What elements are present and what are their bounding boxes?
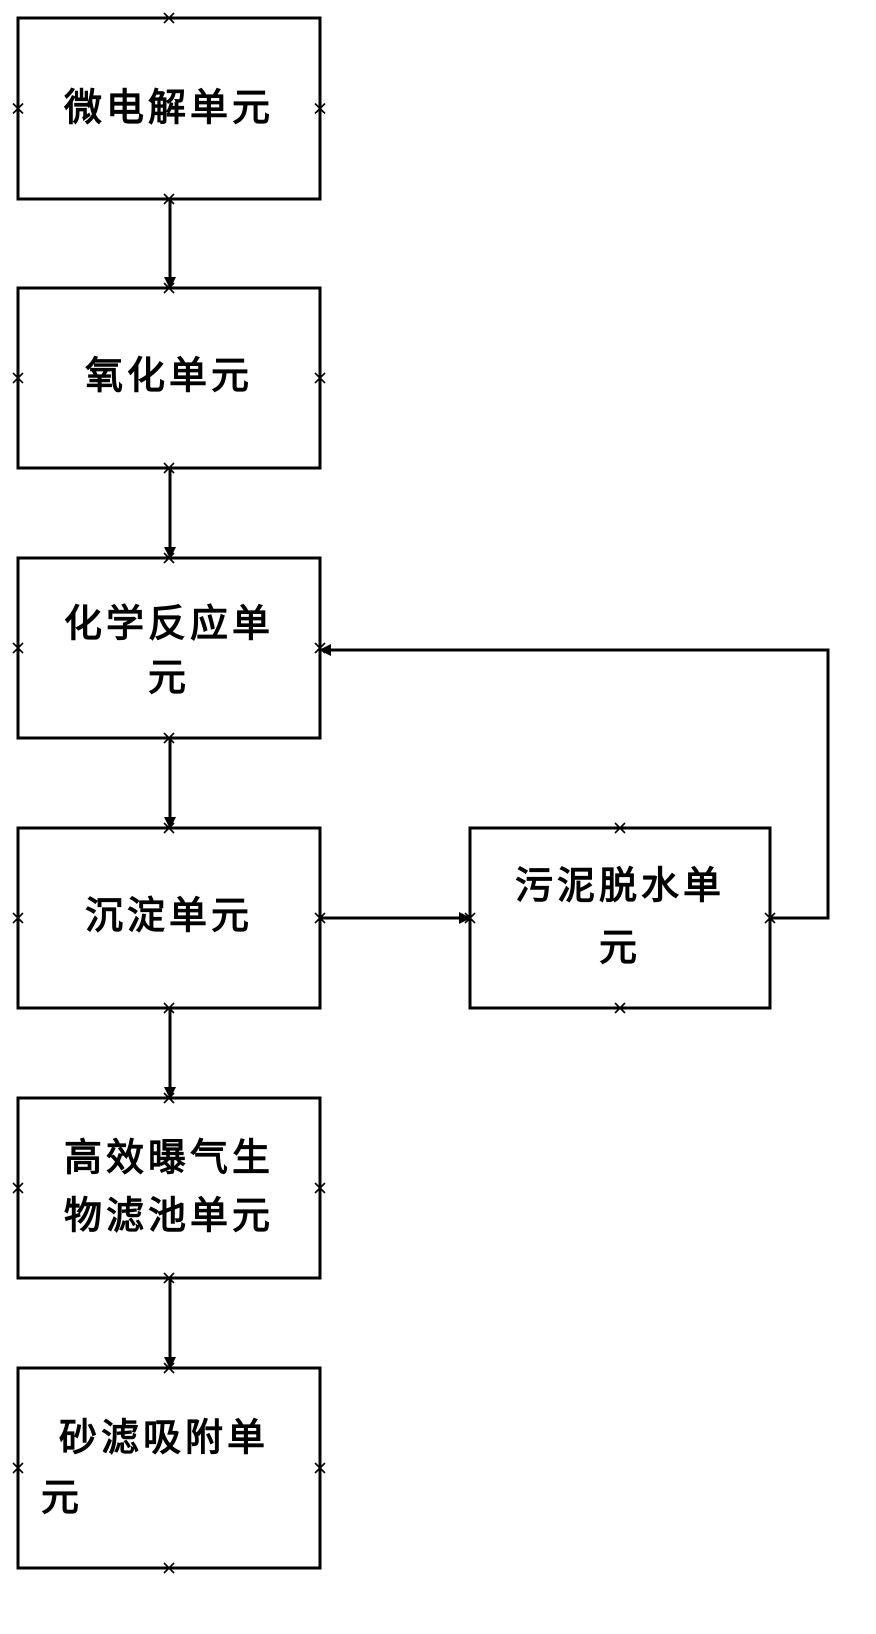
port-mark-stroke — [314, 102, 326, 115]
edge-sludge-dewatering-to-chemical-reaction — [319, 644, 830, 920]
connectors — [164, 199, 830, 1369]
port-mark-stroke — [163, 1002, 175, 1014]
node-label-line: 砂滤吸附单 — [59, 1416, 269, 1460]
port-mark-stroke — [163, 552, 175, 564]
node-label-line: 元 — [41, 1476, 83, 1520]
port-mark-stroke — [614, 822, 626, 834]
node-baf: 高效曝气生 物滤池单元 — [16, 1096, 322, 1280]
port-mark-stroke — [163, 1562, 175, 1574]
port-mark-stroke — [163, 732, 175, 744]
port-mark-stroke — [163, 12, 175, 24]
process-units: 微电解单元 氧化单元 化学反应单 元 沉淀单元 污泥脱水单 元 高效曝气生 物滤… — [16, 16, 772, 1570]
connection-point-marks — [12, 12, 776, 1574]
port-mark-stroke — [614, 1002, 626, 1014]
node-label-line: 高效曝气生 — [64, 1136, 274, 1180]
port-mark-stroke — [163, 822, 175, 834]
node-label-line: 物滤池单元 — [64, 1194, 274, 1238]
port-mark-stroke — [12, 102, 24, 115]
node-label-line: 元 — [599, 926, 641, 970]
node-label-line: 氧化单元 — [85, 354, 253, 398]
port-mark-stroke — [464, 912, 476, 924]
port-mark-stroke — [12, 642, 24, 654]
node-sand-filter: 砂滤吸附单 元 — [16, 1366, 322, 1570]
node-sludge-dewatering: 污泥脱水单 元 — [468, 826, 772, 1010]
node-sedimentation: 沉淀单元 — [16, 826, 322, 1010]
node-label-line: 沉淀单元 — [85, 894, 253, 938]
port-mark-stroke — [764, 912, 776, 924]
port-mark-stroke — [12, 1462, 24, 1474]
port-mark-stroke — [163, 1272, 175, 1284]
port-mark-stroke — [314, 912, 326, 924]
node-label-line: 元 — [148, 656, 190, 700]
port-mark-stroke — [163, 1362, 175, 1374]
port-mark-stroke — [12, 912, 24, 924]
port-mark-stroke — [163, 462, 175, 474]
node-micro-electrolysis: 微电解单元 — [16, 16, 322, 201]
port-mark-stroke — [314, 1462, 326, 1474]
node-label-line: 化学反应单 — [64, 602, 274, 646]
port-mark-stroke — [12, 372, 24, 384]
node-chemical-reaction: 化学反应单 元 — [16, 556, 322, 740]
port-mark-stroke — [163, 193, 175, 205]
node-label-line: 微电解单元 — [63, 86, 274, 130]
node-oxidation: 氧化单元 — [16, 286, 322, 470]
port-mark-stroke — [163, 1092, 175, 1104]
port-mark-stroke — [12, 1182, 24, 1194]
node-label-line: 污泥脱水单 — [515, 864, 725, 908]
port-mark-stroke — [314, 642, 326, 654]
port-mark-stroke — [163, 282, 175, 294]
port-mark-stroke — [314, 1182, 326, 1194]
port-mark-stroke — [314, 372, 326, 384]
